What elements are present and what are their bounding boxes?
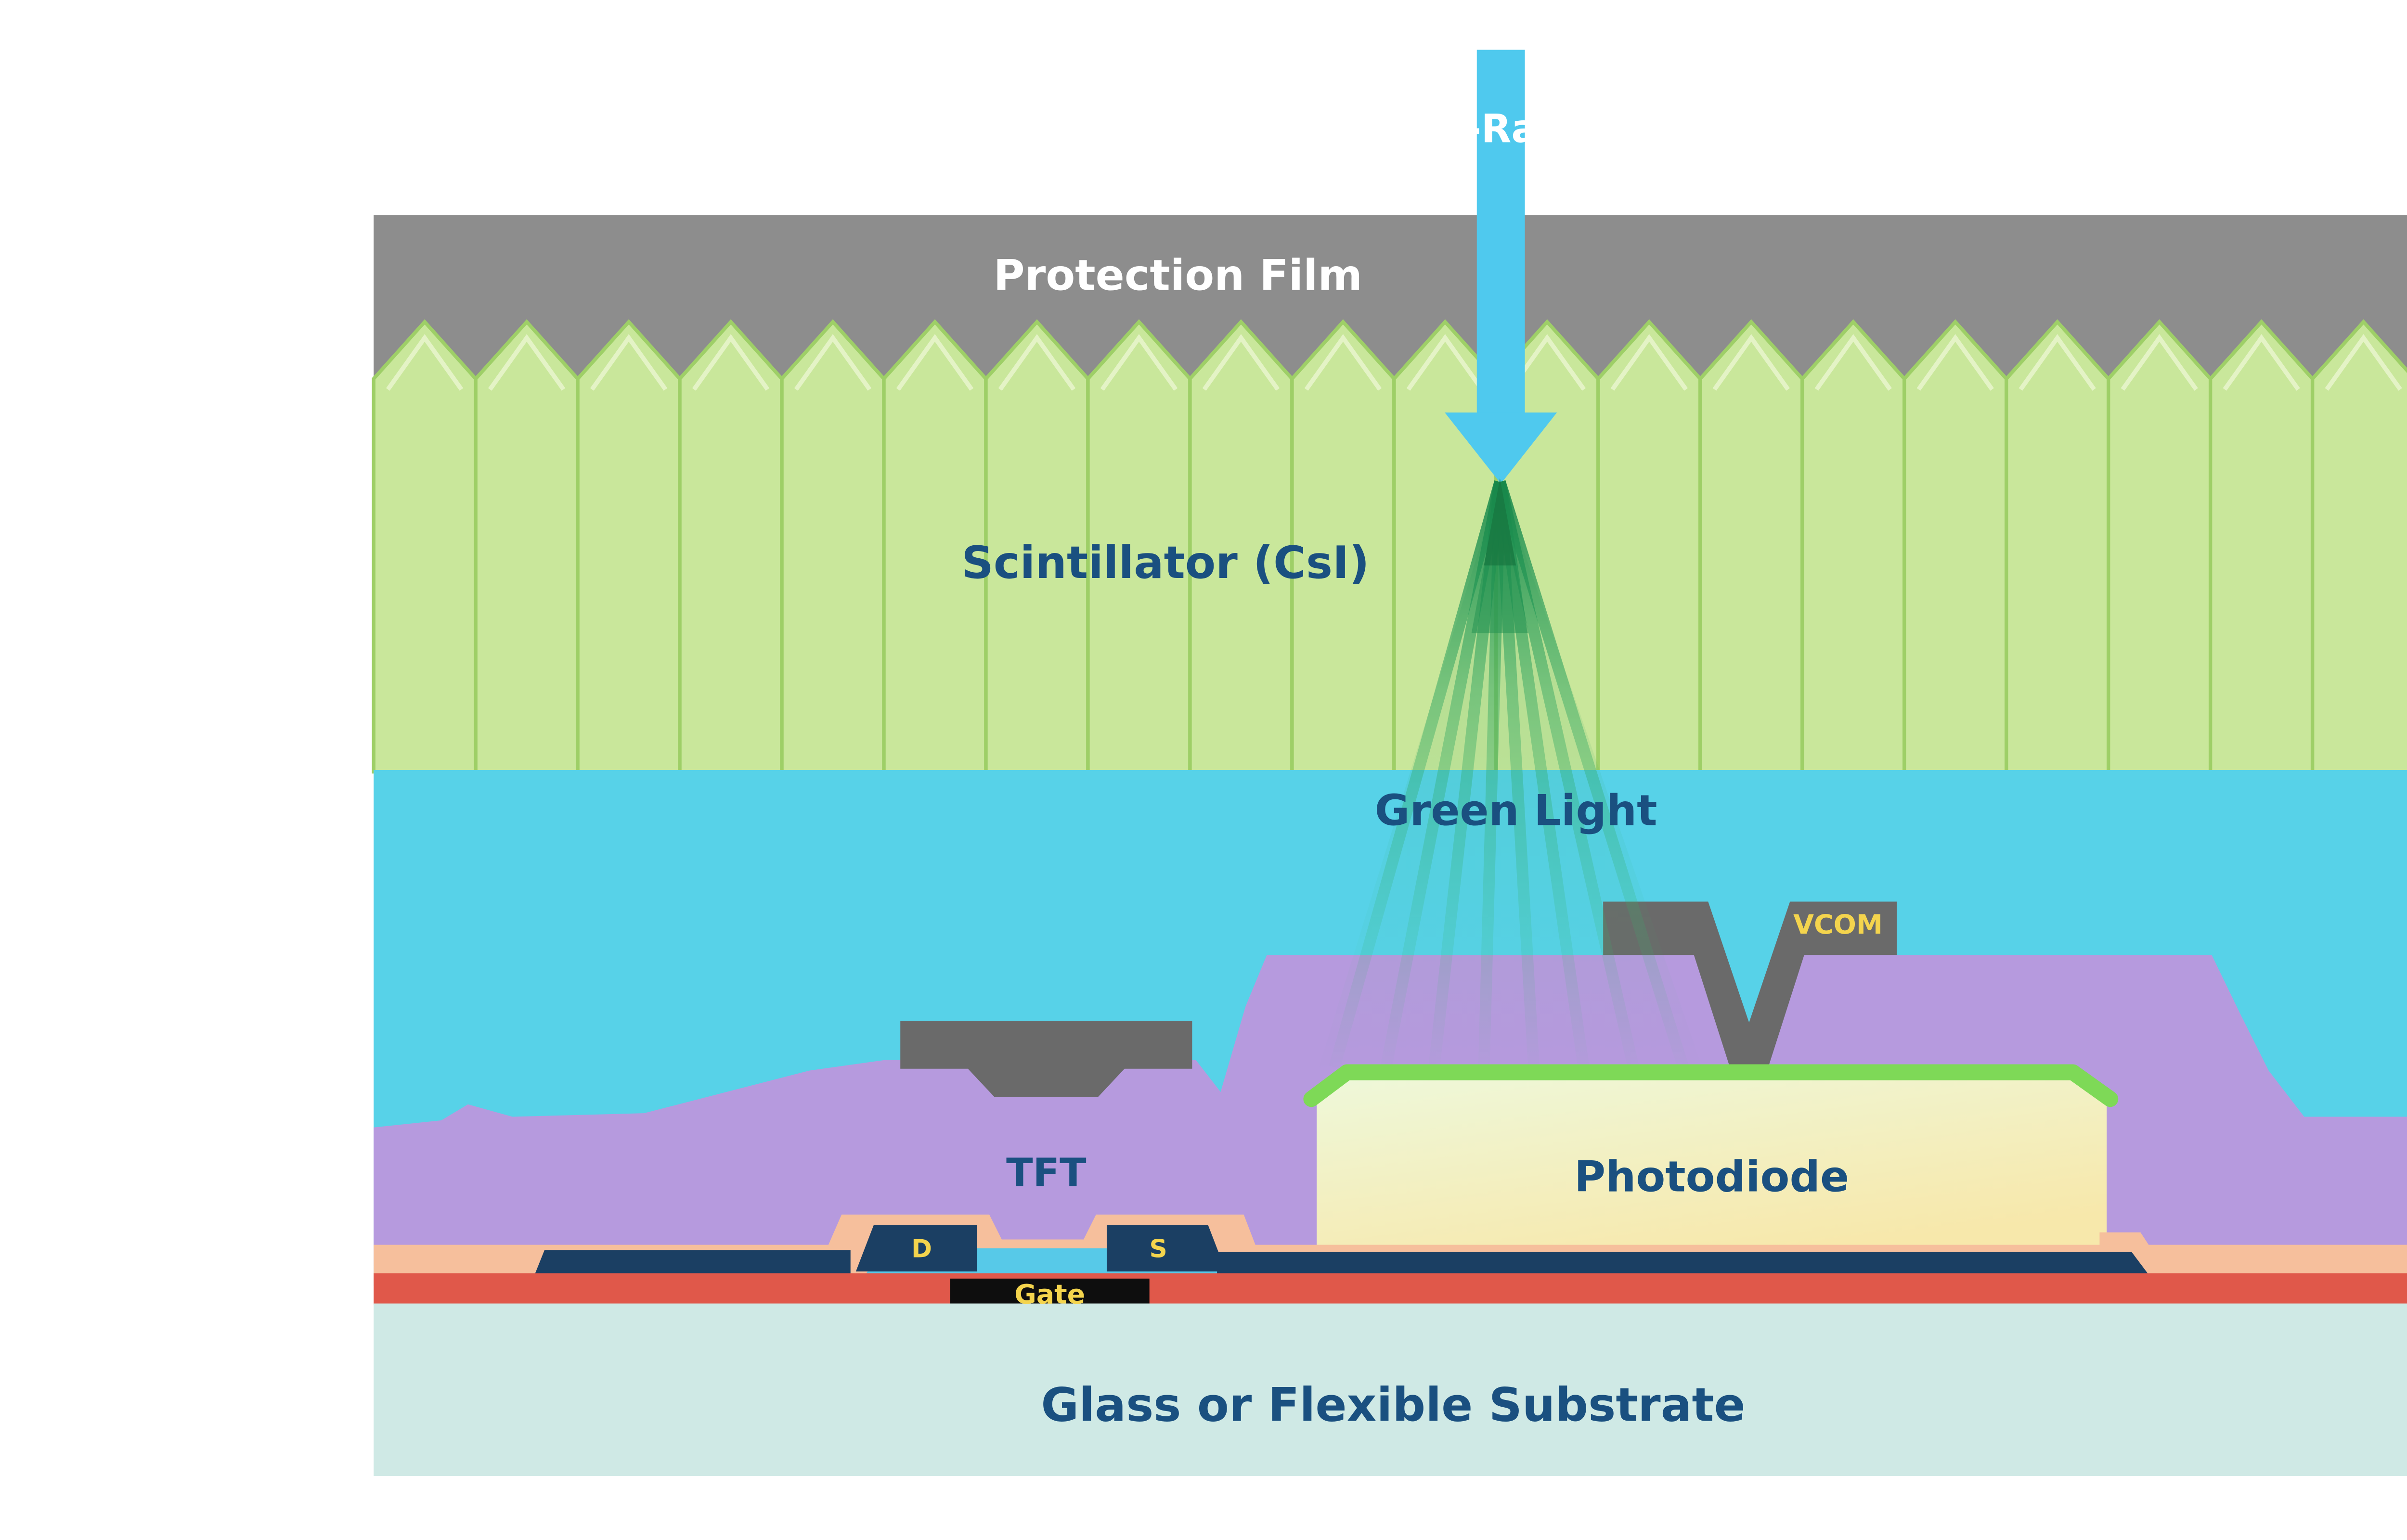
scintillator-column-inner-line	[2223, 334, 2300, 391]
vcom-label: VCOM	[1793, 910, 1883, 940]
gate-label: Gate	[1014, 1280, 1085, 1310]
source-label: S	[1150, 1234, 1167, 1263]
scintillator-column-inner-line	[1304, 334, 1382, 391]
green-light-label: Green Light	[1375, 786, 1657, 835]
vcom-electrode	[1603, 901, 1897, 1089]
scintillator-column-inner-line	[386, 334, 464, 391]
scintillator-column-inner-line	[998, 334, 1076, 391]
xray-label: X-Ray	[1438, 107, 1562, 152]
scintillator-column-inner-line	[1916, 334, 1994, 391]
scintillator-column-inner-line	[1712, 334, 1790, 391]
left-electrode	[900, 1021, 1192, 1097]
green-ray	[1494, 480, 1639, 1068]
tft-label: TFT	[1006, 1151, 1087, 1196]
scintillator-column-inner-line	[896, 334, 974, 391]
scintillator-column-inner-line	[590, 334, 668, 391]
scintillator-column-inner-line	[1406, 334, 1484, 391]
photodiode-label: Photodiode	[1574, 1152, 1849, 1202]
green-ray-core-bright	[1484, 478, 1516, 566]
tft-drain-contact	[855, 1225, 977, 1272]
metal-left-bar	[533, 1250, 851, 1277]
xray-arrow-head	[1445, 412, 1557, 484]
scintillator-columns	[372, 319, 2407, 774]
protection-film-label: Protection Film	[994, 250, 1362, 300]
photodiode-body	[1317, 1076, 2107, 1258]
gate-line-layer	[374, 1273, 2407, 1306]
green-ray	[1380, 481, 1506, 1068]
green-light-rays	[1317, 478, 1705, 1074]
scintillator-column-inner-line	[794, 334, 872, 391]
scintillator-column-inner-line	[1202, 334, 1280, 391]
green-ray	[1494, 480, 1689, 1069]
scintillator-column-inner-line	[1100, 334, 1178, 391]
scintillator-column-inner-line	[2019, 334, 2096, 391]
scintillator-column-inner-line	[488, 334, 566, 391]
scintillator-label: Scintillator (CsI)	[961, 537, 1369, 589]
xray-beam-arrow	[1445, 50, 1557, 484]
tft-source-contact	[1106, 1225, 1226, 1272]
scintillator-column-inner-line	[1610, 334, 1688, 391]
substrate-label: Glass or Flexible Substrate	[1041, 1378, 1745, 1432]
scintillator-column-inner-line	[2121, 334, 2198, 391]
xray-arrow-shaft	[1476, 50, 1525, 416]
photodiode-top-contact	[1303, 1064, 2119, 1107]
protection-film-layer	[374, 215, 2407, 386]
scintillator-column-inner-line	[692, 334, 770, 391]
green-ray	[1329, 480, 1506, 1069]
scintillator-column-inner-line	[2325, 334, 2402, 391]
substrate-layer	[374, 1303, 2407, 1476]
scintillator-column-inner-line	[1814, 334, 1892, 391]
drain-label: D	[911, 1234, 932, 1263]
